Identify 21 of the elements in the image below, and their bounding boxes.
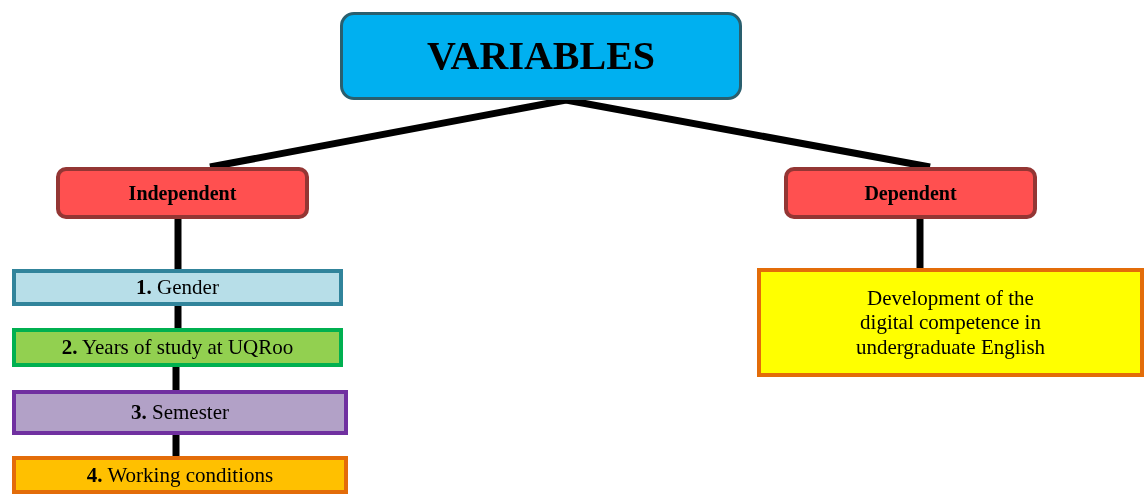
box-label: Development of the digital competence in undergraduate English [854, 286, 1047, 359]
variable-box [12, 390, 348, 435]
connector-line [174, 306, 182, 328]
box-label: Independent [128, 181, 237, 205]
box-label: 3. Semester [131, 400, 229, 425]
box-label: 2. Years of study at UQRoo [61, 335, 294, 360]
outcome-box [757, 268, 1144, 377]
box-label: Dependent [864, 181, 957, 205]
connector-line [174, 219, 182, 269]
category-box [56, 167, 309, 219]
connector-line [916, 219, 924, 268]
box-label: VARIABLES [426, 33, 656, 79]
box-label: 4. Working conditions [86, 462, 274, 488]
category-box [784, 167, 1037, 219]
connector-line [172, 435, 180, 456]
variable-box [12, 456, 348, 494]
box-label: 1. Gender [136, 275, 219, 300]
connector-line [172, 367, 180, 390]
title-box [340, 12, 742, 100]
variable-box [12, 269, 343, 306]
variable-box [12, 328, 343, 367]
